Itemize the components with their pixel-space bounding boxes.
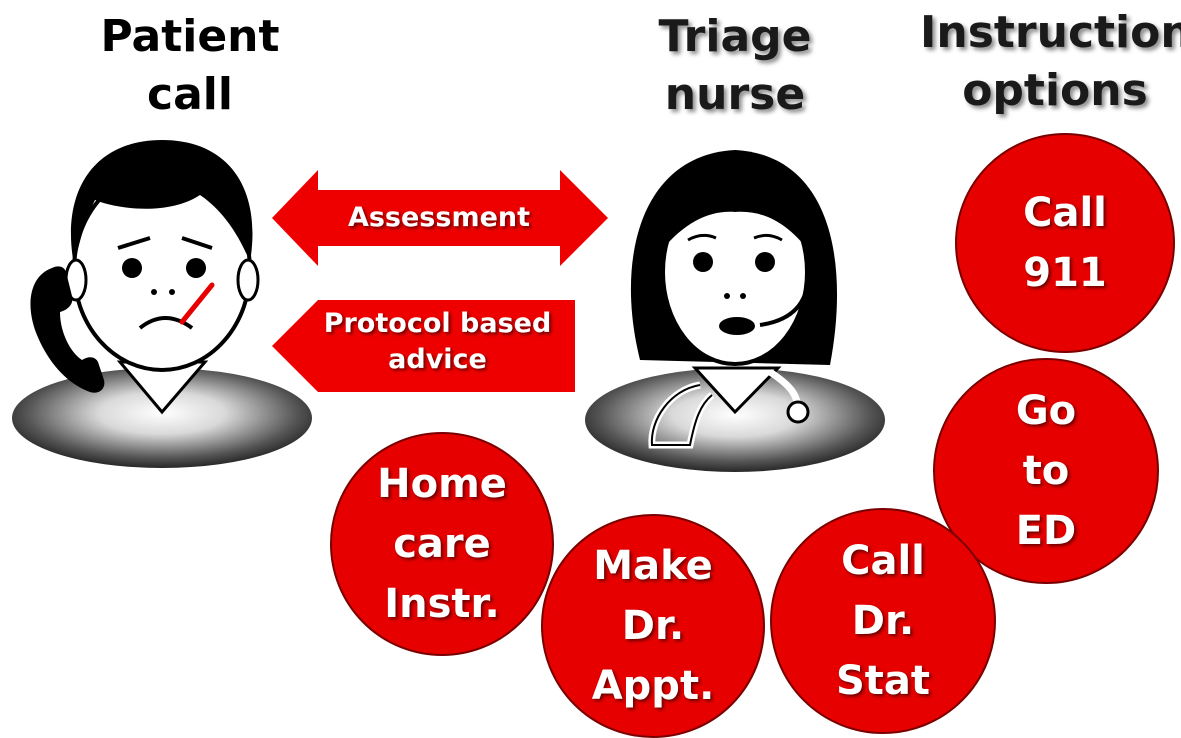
- phone-icon: [30, 266, 105, 393]
- nurse-eye-right: [755, 252, 775, 272]
- nurse-figure: [585, 150, 885, 472]
- advice-arrow: [272, 300, 575, 392]
- patient-eye-left: [122, 258, 142, 278]
- stethoscope-icon: [786, 400, 810, 424]
- option-call-dr-stat-label: Call Dr. Stat: [835, 538, 931, 704]
- option-home-care: Home care Instr.: [330, 432, 554, 656]
- option-go-to-ed: Go to ED: [933, 358, 1159, 584]
- patient-hair: [70, 140, 253, 265]
- advice-label: Protocol based advice: [323, 308, 552, 375]
- option-make-appt: Make Dr. Appt.: [541, 514, 765, 738]
- option-home-care-label: Home care Instr.: [377, 461, 507, 627]
- assessment-label: Assessment: [347, 202, 531, 233]
- patient-torso: [12, 368, 312, 468]
- headset-icon: [759, 261, 811, 327]
- patient-eye-right: [186, 258, 206, 278]
- heading-instruction-options: Instruction options: [920, 7, 1181, 116]
- option-call-dr-stat: Call Dr. Stat: [770, 508, 996, 734]
- assessment-arrow: [272, 170, 608, 266]
- heading-patient-call: Patient call: [100, 11, 280, 120]
- patient-mouth: [138, 316, 194, 330]
- option-call-911: Call 911: [955, 133, 1175, 353]
- heading-triage-nurse: Triage nurse: [658, 11, 812, 120]
- thermometer-icon: [179, 282, 215, 325]
- patient-figure: [12, 140, 312, 468]
- option-make-appt-label: Make Dr. Appt.: [591, 543, 715, 709]
- nurse-eye-left: [693, 252, 713, 272]
- option-go-to-ed-label: Go to ED: [1015, 388, 1077, 554]
- option-call-911-label: Call 911: [1023, 190, 1107, 296]
